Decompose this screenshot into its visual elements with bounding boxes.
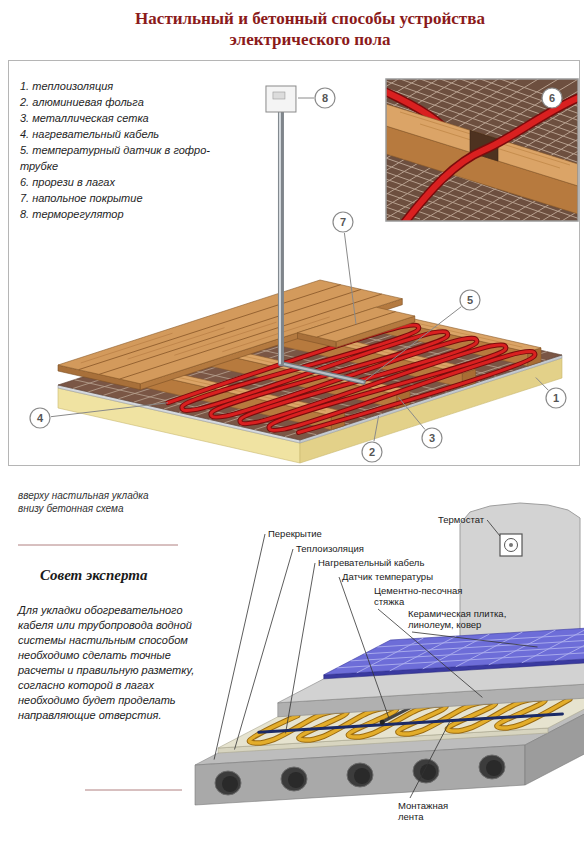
board-seam [317, 312, 396, 338]
slab-hole [281, 767, 307, 791]
part-label: Датчик температуры [342, 571, 433, 582]
tile-joint [456, 632, 523, 667]
conduit-pipe [279, 112, 281, 363]
screed-illustration [195, 503, 584, 805]
thermoregulator-box [266, 86, 296, 112]
callout-circle [333, 212, 353, 232]
leader-line [374, 416, 379, 441]
slab-front [195, 745, 525, 805]
leader-line [487, 520, 500, 536]
leader-line [399, 397, 425, 429]
leader-line [298, 98, 314, 99]
tile-joint [423, 634, 490, 669]
callout-circle [542, 88, 562, 108]
inset-frame [386, 79, 578, 221]
wood-grain [174, 322, 276, 355]
callout-number: 5 [460, 293, 480, 307]
heating-cable [405, 98, 578, 221]
tile-joint [364, 634, 584, 654]
tile-joint [337, 648, 584, 668]
leader-line [286, 563, 315, 733]
leader-line [51, 403, 168, 417]
callout-circle [460, 290, 480, 310]
callout-circle [546, 388, 566, 408]
divider-rule [85, 790, 182, 791]
callout-circle [422, 428, 442, 448]
tip-text: Для укладки обогревательного кабеля или … [18, 603, 216, 723]
callout-number: 1 [546, 391, 566, 405]
part-label: Термостат [438, 514, 484, 525]
slab-hole [486, 760, 502, 776]
sensor-tube [281, 363, 363, 382]
sensor-tube [281, 363, 363, 382]
legend-item: 1. теплоизоляция [20, 78, 113, 94]
slab-hole [222, 776, 238, 792]
part-label: Теплоизоляция [296, 543, 364, 554]
legend-item: 7. напольное покрытие [20, 190, 143, 206]
thermoregulator-display [273, 92, 285, 99]
part-label: Монтажная лента [398, 800, 460, 822]
callout-number: 3 [422, 431, 442, 445]
leader-line [214, 534, 265, 760]
callout-number: 4 [30, 411, 50, 425]
divider-rule [18, 545, 178, 546]
callout-circle [362, 442, 382, 462]
panel-frame [9, 61, 580, 466]
slab-hole [354, 768, 370, 784]
thermostat-dial [505, 539, 518, 552]
slab-hole [479, 755, 505, 779]
caption-note: вверху настильная укладка внизу бетонная… [18, 489, 168, 515]
tile-joint [522, 628, 584, 663]
callout-number: 8 [315, 91, 335, 105]
tile-joint [390, 636, 457, 671]
slab-hole [347, 763, 373, 787]
legend-item: 3. металлическая сетка [20, 110, 149, 126]
legend-item: 4. нагревательный кабель [20, 126, 159, 142]
leader-line [412, 632, 538, 647]
floor-board [298, 307, 415, 341]
leader-line [363, 307, 461, 382]
board-seam [79, 285, 341, 370]
callout-circle [30, 408, 50, 428]
wood-grain [81, 333, 173, 363]
tile-joint [555, 626, 584, 661]
legend-item: 6. прорези в лагах [20, 174, 115, 190]
legend-item: 5. температурный датчик в гофро-трубке [20, 142, 220, 174]
tile-joint [489, 630, 556, 665]
part-label: Нагревательный кабель [318, 557, 424, 568]
part-label: Цементно-песочная стяжка [374, 585, 474, 607]
leader-line [410, 721, 450, 798]
conduit-pipe [278, 112, 284, 363]
heating-cable-outline [405, 98, 578, 221]
thermostat-dial [509, 543, 513, 547]
leader-line [235, 549, 294, 750]
callout-circle [315, 88, 335, 108]
part-label: Керамическая плитка, линолеум, ковер [408, 608, 520, 630]
callout-number: 6 [542, 91, 562, 105]
tile-joint [350, 641, 584, 661]
slab-hole [420, 764, 436, 780]
mounting-tape [259, 714, 563, 732]
thermostat-box [500, 534, 522, 556]
callout-number: 7 [333, 215, 353, 229]
slot-detail [386, 79, 578, 221]
leader-line [344, 233, 356, 324]
slab-hole [215, 771, 241, 795]
callout-number: 2 [362, 445, 382, 459]
title: Настильный и бетонный способы устройства… [110, 8, 510, 50]
part-label: Перекрытие [268, 528, 322, 539]
temperature-sensor [380, 720, 385, 725]
slab-hole [413, 759, 439, 783]
legend-item: 2. алюминиевая фольга [20, 94, 144, 110]
leader-line [536, 378, 548, 391]
legend-item: 8. терморегулятор [20, 206, 124, 222]
slab-hole [288, 772, 304, 788]
tip-heading: Совет эксперта [40, 566, 147, 584]
